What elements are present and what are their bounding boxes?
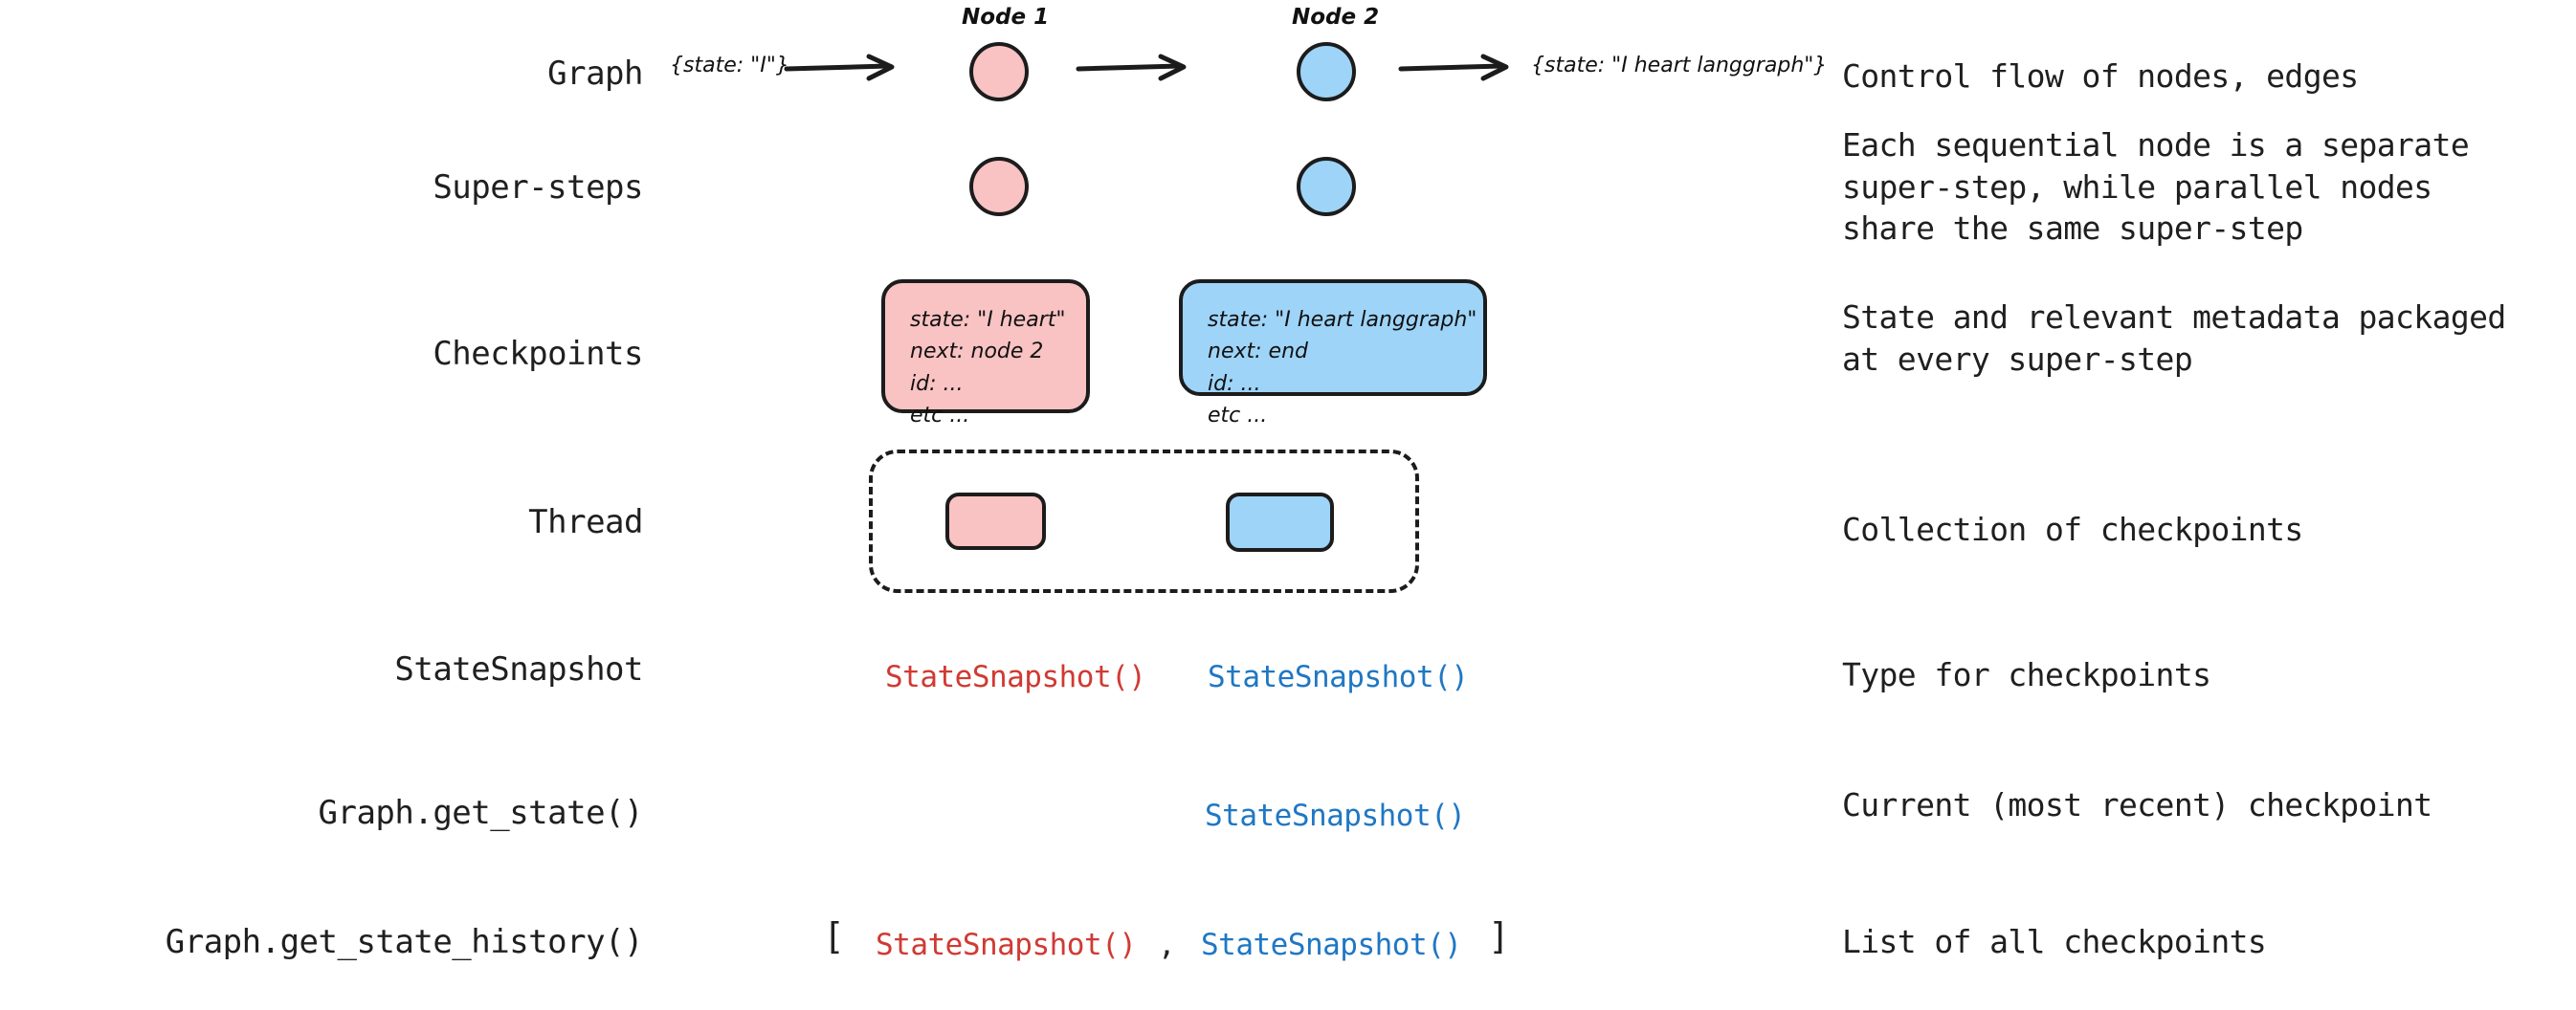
node-2-caption: Node 2 — [1292, 5, 1380, 30]
row-label-checkpoints: Checkpoints — [433, 335, 643, 373]
graph-node-2 — [1297, 42, 1356, 101]
checkpoint-card-2-line-3: id: ... — [1208, 371, 1261, 396]
thread-checkpoint-2 — [1226, 493, 1334, 552]
checkpoint-card-2-line-1: state: "I heart langgraph" — [1208, 308, 1477, 332]
super-step-node-2 — [1297, 157, 1356, 216]
checkpoint-card-1: state: "I heart" next: node 2 id: ... et… — [881, 279, 1090, 428]
checkpoint-card-2-line-4: etc ... — [1208, 404, 1268, 428]
row-description-get-state-history: List of all checkpoints — [1842, 923, 2267, 960]
arrow-3-icon — [1398, 54, 1509, 81]
row-description-checkpoints: State and relevant metadata packaged at … — [1842, 298, 2506, 378]
row-description-thread: Collection of checkpoints — [1842, 511, 2303, 548]
graph-input-state-label: {state: "I"} — [670, 54, 789, 77]
row-label-super-steps: Super-steps — [433, 168, 643, 207]
thread-checkpoint-1 — [945, 493, 1046, 550]
get-state-result: StateSnapshot() — [1205, 799, 1466, 833]
row-label-graph: Graph — [547, 55, 643, 93]
graph-output-state-label: {state: "I heart langgraph"} — [1531, 54, 1828, 77]
checkpoint-card-2: state: "I heart langgraph" next: end id:… — [1179, 279, 1487, 428]
checkpoint-card-1-line-2: next: node 2 — [910, 340, 1044, 364]
history-separator: , — [1158, 928, 1176, 962]
row-label-column: Graph Super-steps Checkpoints Thread Sta… — [0, 0, 644, 1010]
graph-node-1 — [969, 42, 1029, 101]
thread-container — [869, 450, 1419, 593]
history-result-2: StateSnapshot() — [1201, 928, 1462, 962]
row-description-statesnapshot: Type for checkpoints — [1842, 656, 2211, 693]
checkpoint-card-1-line-4: etc ... — [910, 404, 970, 428]
row-description-graph: Control flow of nodes, edges — [1842, 57, 2359, 95]
row-description-super-steps: Each sequential node is a separate super… — [1842, 126, 2470, 248]
row-label-get-state-history: Graph.get_state_history() — [165, 923, 644, 961]
row-label-thread: Thread — [528, 503, 643, 541]
node-1-caption: Node 1 — [962, 5, 1050, 30]
checkpoint-card-1-line-3: id: ... — [910, 371, 964, 396]
super-step-node-1 — [969, 157, 1029, 216]
statesnapshot-type-2: StateSnapshot() — [1208, 660, 1469, 694]
arrow-2-icon — [1076, 54, 1187, 81]
row-description-get-state: Current (most recent) checkpoint — [1842, 786, 2432, 823]
history-close-bracket: ] — [1488, 915, 1510, 957]
statesnapshot-type-1: StateSnapshot() — [885, 660, 1146, 694]
row-label-get-state: Graph.get_state() — [318, 794, 644, 832]
history-result-1: StateSnapshot() — [876, 928, 1137, 962]
checkpoint-card-2-line-2: next: end — [1208, 340, 1308, 364]
arrow-1-icon — [784, 54, 895, 81]
history-open-bracket: [ — [823, 915, 845, 957]
checkpoint-card-1-line-1: state: "I heart" — [910, 308, 1066, 332]
row-label-statesnapshot: StateSnapshot — [394, 650, 643, 689]
